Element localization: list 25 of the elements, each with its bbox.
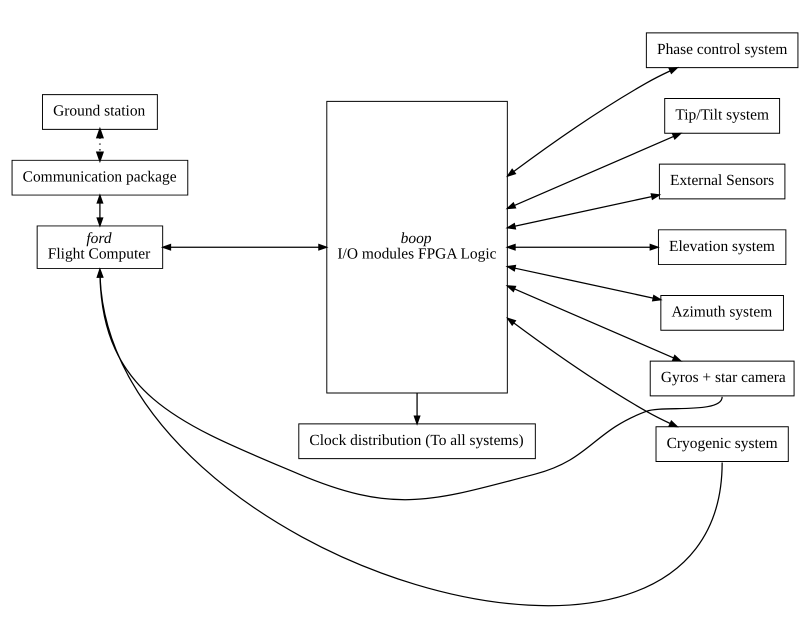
arrow (96, 268, 723, 500)
arrow (506, 132, 683, 210)
arrow (506, 317, 680, 428)
node-box: Clock distribution (To all systems) (298, 423, 536, 460)
node-box: Cryogenic system (656, 426, 789, 462)
node-box: boop I/O modules FPGA Logic (326, 100, 508, 394)
arrow (413, 393, 421, 426)
node-box: External Sensors (658, 164, 786, 200)
arrow (96, 126, 104, 164)
arrow (505, 244, 660, 251)
arrow (506, 264, 663, 302)
node-box: Elevation system (658, 229, 786, 266)
node-box: ford Flight Computer (36, 225, 164, 269)
node-box: Ground station (42, 94, 158, 130)
arrow (160, 244, 328, 251)
node-box: Tip/Tilt system (664, 98, 780, 134)
node-box: Phase control system (646, 32, 798, 68)
arrow (96, 193, 104, 228)
node-box: Gyros + star camera (650, 360, 795, 396)
node-box: Azimuth system (660, 294, 784, 331)
arrow (506, 193, 662, 230)
arrow (506, 66, 680, 178)
node-box: Communication package (12, 160, 188, 196)
arrow (506, 285, 683, 362)
arrow (96, 268, 723, 606)
